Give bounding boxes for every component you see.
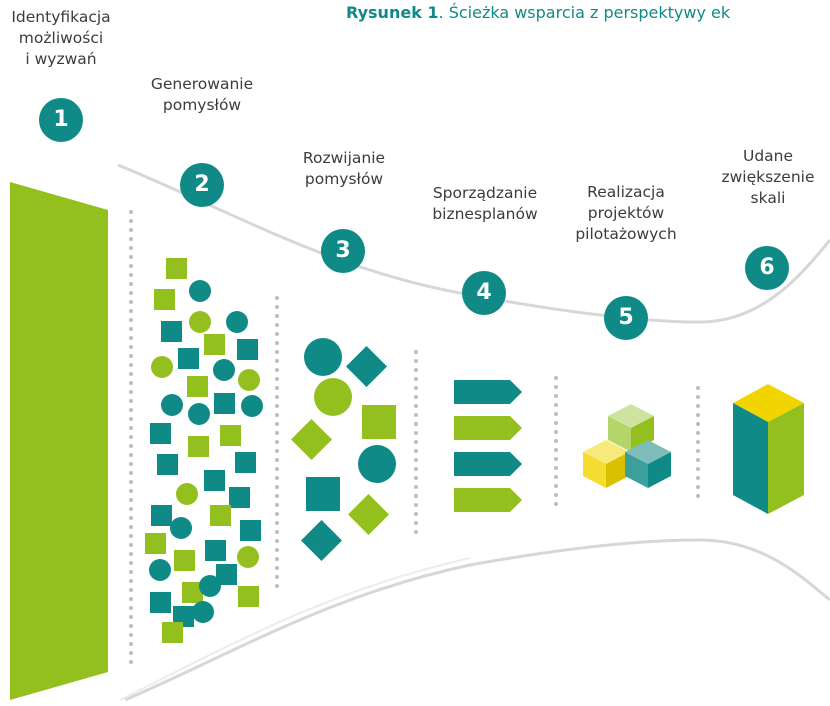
cube-left-face [583, 452, 606, 488]
idea-square [210, 505, 231, 526]
idea-circle [226, 311, 248, 333]
cube-left-face [608, 416, 631, 452]
figure-caption: Rysunek 1. Ścieżka wsparcia z perspektyw… [346, 3, 830, 22]
stage-4-label: Sporządzanie biznesplanów [432, 184, 538, 223]
stage-3-developed-ideas [290, 338, 396, 562]
idea-diamond [347, 493, 390, 536]
idea-circle [151, 356, 173, 378]
plan-arrow [454, 488, 522, 512]
idea-square [157, 454, 178, 475]
idea-square [237, 339, 258, 360]
stage-5-pilot-cubes [583, 404, 671, 488]
idea-square [178, 348, 199, 369]
idea-diamond [300, 519, 343, 562]
idea-square [216, 564, 237, 585]
idea-circle [188, 403, 210, 425]
stage-3-number: 3 [321, 229, 365, 273]
stage-2-ideas-cluster [145, 258, 263, 643]
stage-4-number: 4 [462, 271, 506, 315]
idea-square [174, 550, 195, 571]
idea-square [306, 477, 340, 511]
idea-circle [238, 369, 260, 391]
idea-circle [189, 280, 211, 302]
funnel-bottom-inner-curve [119, 557, 471, 701]
idea-square [182, 582, 203, 603]
stage-4-business-plans [454, 380, 522, 512]
stage-6-scaled-block [733, 384, 804, 514]
idea-square [173, 606, 194, 627]
idea-circle [161, 394, 183, 416]
idea-square [166, 258, 187, 279]
idea-square [150, 423, 171, 444]
stage-1-number: 1 [39, 98, 83, 142]
stage-1-funnel-mouth [10, 182, 108, 700]
idea-square [235, 452, 256, 473]
caption-text: . Ścieżka wsparcia z perspektywy ek [438, 3, 731, 22]
block-top-face [733, 384, 804, 422]
idea-diamond [345, 345, 388, 388]
stage-2-number: 2 [180, 163, 224, 207]
idea-circle [304, 338, 342, 376]
idea-square [150, 592, 171, 613]
idea-circle [189, 311, 211, 333]
stage-6-label: Udane zwiększenie skali [721, 147, 815, 207]
cube-right-face [648, 452, 671, 488]
idea-circle [199, 575, 221, 597]
idea-square [161, 321, 182, 342]
stage-2-label: Generowanie pomysłów [150, 75, 254, 114]
idea-circle [192, 601, 214, 623]
idea-square [229, 487, 250, 508]
stage-3-label: Rozwijanie pomysłów [302, 149, 386, 188]
idea-circle [358, 445, 396, 483]
idea-square [151, 505, 172, 526]
idea-square [220, 425, 241, 446]
idea-circle [213, 359, 235, 381]
idea-square [187, 376, 208, 397]
idea-circle [237, 546, 259, 568]
idea-circle [170, 517, 192, 539]
plan-arrow [454, 380, 522, 404]
funnel-top-curve [117, 163, 830, 324]
idea-square [204, 334, 225, 355]
idea-circle [241, 395, 263, 417]
block-left-face [733, 403, 768, 514]
stage-1-label: Identyfikacja możliwości i wyzwań [11, 8, 111, 68]
funnel-bottom-curve [124, 538, 830, 702]
idea-square [205, 540, 226, 561]
cube-left-face [625, 452, 648, 488]
cube-right-face [606, 452, 629, 488]
idea-square [188, 436, 209, 457]
idea-circle [149, 559, 171, 581]
stage-5-number: 5 [604, 296, 648, 340]
stage-5-label: Realizacja projektów pilotażowych [575, 183, 677, 243]
stage-6-number: 6 [745, 246, 789, 290]
idea-circle [314, 378, 352, 416]
idea-square [154, 289, 175, 310]
idea-square [240, 520, 261, 541]
idea-diamond [290, 418, 333, 461]
plan-arrow [454, 416, 522, 440]
idea-square [162, 622, 183, 643]
idea-square [204, 470, 225, 491]
idea-square [362, 405, 396, 439]
idea-square [145, 533, 166, 554]
idea-square [214, 393, 235, 414]
caption-prefix: Rysunek 1 [346, 3, 439, 22]
plan-arrow [454, 452, 522, 476]
idea-circle [176, 483, 198, 505]
idea-square [238, 586, 259, 607]
block-right-face [768, 403, 804, 514]
